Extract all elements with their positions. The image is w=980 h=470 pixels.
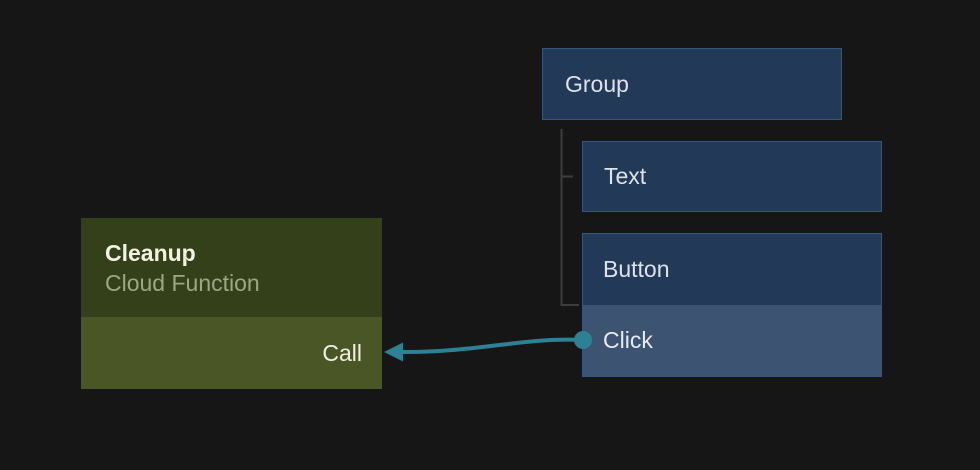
- node-cleanup-type: Cloud Function: [105, 269, 260, 296]
- node-group-label: Group: [565, 70, 629, 97]
- node-button[interactable]: Button Click: [582, 233, 882, 377]
- node-cleanup[interactable]: Cleanup Cloud Function Call: [81, 218, 382, 389]
- node-text[interactable]: Text: [582, 141, 882, 212]
- node-text-label: Text: [604, 163, 647, 189]
- wire-click-to-call[interactable]: [399, 337, 585, 355]
- node-button-header: Button: [583, 234, 881, 305]
- port-click[interactable]: Click: [583, 305, 881, 376]
- port-click-label: Click: [603, 327, 653, 353]
- port-call-label: Call: [322, 339, 362, 366]
- wire-arrowhead-icon: [384, 342, 403, 362]
- node-group[interactable]: Group: [542, 48, 842, 120]
- node-button-label: Button: [603, 256, 670, 282]
- node-cleanup-title: Cleanup: [105, 239, 196, 266]
- port-call[interactable]: Call: [81, 317, 382, 389]
- tree-connector-line: [560, 129, 579, 306]
- node-cleanup-header: Cleanup Cloud Function: [81, 218, 382, 317]
